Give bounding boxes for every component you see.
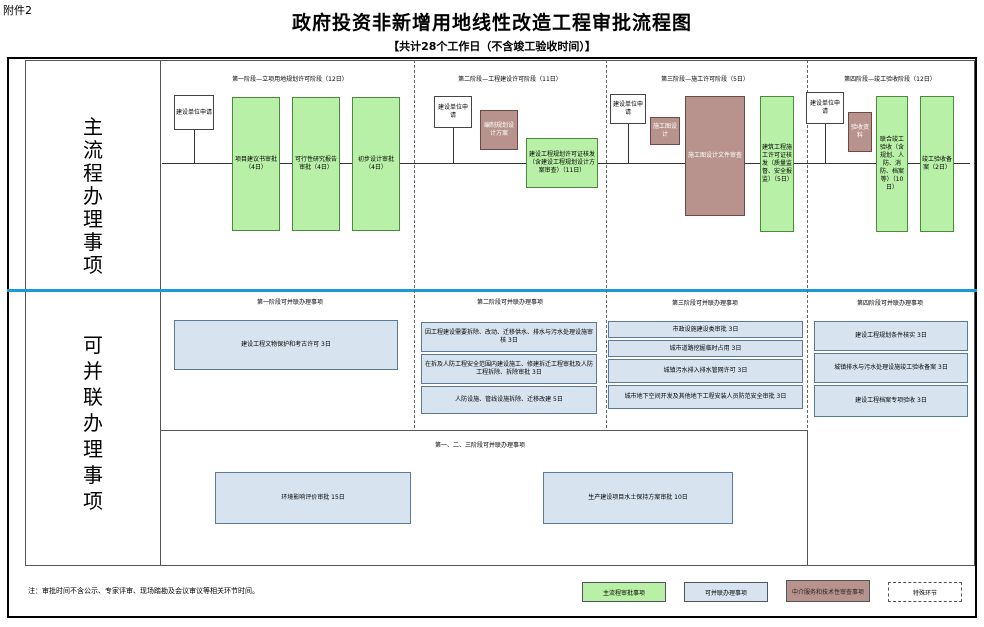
- p4-applicant-box: 建设单位申请: [806, 92, 844, 124]
- phase-3-header: 第三阶段—施工许可阶段（5日）: [661, 76, 749, 83]
- p1-parallel-item: 建设工程文物保护和考古许可 3日: [174, 320, 398, 370]
- p1-parallel-header: 第一阶段可并联办理事项: [256, 299, 323, 306]
- p3-applicant-box: 建设单位申请: [610, 94, 646, 124]
- parallel-side-label: 可并联办理事项: [83, 333, 103, 513]
- p3-parallel-item-3: 城镇污水排入排水管网许可 3日: [608, 359, 803, 383]
- p4-parallel-header: 第四阶段可并联办理事项: [856, 300, 923, 307]
- p4-joint-acceptance-box: 联合竣工验收（含规划、人防、消防、档案等）（10日）: [876, 96, 908, 232]
- p1-project-proposal-box: 项目建议书审批（4日）: [232, 97, 280, 231]
- legend-main-process: 主流程审批事项: [582, 582, 666, 602]
- p2-applicant-box: 建设单位申请: [434, 96, 472, 128]
- legend-intermediary: 中介服务和技术性审查事项: [786, 580, 870, 602]
- p3-parallel-item-4: 城市地下空间开发及其他地下工程安装人员防范安全审批 3日: [608, 385, 803, 409]
- side-column-divider: [160, 60, 161, 566]
- p1-applicant-box: 建设单位申请: [174, 95, 214, 130]
- p4-parallel-item-2: 城镇排水与污水处理设施竣工验收备案 3日: [814, 353, 968, 383]
- p4-record-filing-box: 竣工验收备案（2日）: [920, 96, 954, 232]
- shared-parallel-item-2: 生产建设项目水土保持方案审批 10日: [543, 472, 733, 524]
- p1-applicant-connector: [194, 130, 195, 163]
- shared-parallel-header: 第一、二、三阶段可并联办理事项: [434, 442, 525, 449]
- phase-divider-3: [807, 60, 808, 428]
- p3-parallel-item-1: 市政设施建设类审批 3日: [608, 321, 803, 338]
- shared-parallel-item-1: 环境影响评价审批 15日: [215, 472, 411, 524]
- page-subtitle: 【共计28个工作日（不含竣工验收时间）】: [388, 40, 596, 53]
- p3-drawing-review-box: 施工图设计文件审查: [685, 96, 745, 216]
- phase-divider-1: [414, 60, 415, 428]
- footnote: 注：审批时间不含公示、专家评审、现场踏勘及会议审议等相关环节时间。: [28, 587, 259, 595]
- legend-parallel: 可并联办理事项: [684, 582, 768, 602]
- p4-parallel-item-3: 建设工程档案专项验收 3日: [814, 385, 968, 417]
- p3-parallel-header: 第三阶段可并联办理事项: [671, 300, 738, 307]
- p3-parallel-item-2: 城市道路挖掘临时占用 3日: [608, 340, 803, 357]
- phase-4-header: 第四阶段—竣工验收阶段（12日）: [844, 76, 936, 83]
- p2-parallel-header: 第二阶段可并联办理事项: [476, 299, 543, 306]
- phase-divider-2: [606, 60, 607, 428]
- p2-plan-design-box: 编制规划设计方案: [480, 110, 518, 150]
- p4-acceptance-materials-box: 验收资料: [848, 112, 872, 152]
- p3-construction-permit-box: 建筑工程施工许可证核发（质量监督、安全报监）（5日）: [760, 96, 794, 232]
- p2-planning-permit-box: 建设工程规划许可证核发（含建设工程规划设计方案审查）（11日）: [526, 138, 598, 188]
- phase-1-header: 第一阶段—立项用地规划许可阶段（12日）: [232, 76, 348, 83]
- p3-construction-drawing-box: 施工图设计: [650, 117, 680, 145]
- p2-parallel-item-2: 在拆及人防工程安全范围内建设施工、修建拆迁工程审批及人防工程拆除、拆除审批 3日: [421, 354, 597, 384]
- p4-applicant-connector: [825, 124, 826, 163]
- section-divider: [7, 289, 977, 292]
- p2-parallel-item-3: 人防设施、管线设施拆除、迁移改建 5日: [421, 386, 597, 414]
- p2-parallel-item-1: 因工程建设需要拆除、改动、迁移供水、排水与污水处理设施审核 3日: [421, 322, 597, 352]
- p4-parallel-item-1: 建设工程规划条件核实 3日: [814, 321, 968, 351]
- shared-parallel-frame: [160, 430, 808, 566]
- outer-frame: [7, 57, 977, 618]
- attachment-label: 附件2: [3, 4, 32, 17]
- legend-special-step: 特殊环节: [888, 582, 962, 602]
- p1-feasibility-box: 可行性研究报告审批（4日）: [292, 97, 340, 231]
- phase-2-header: 第二阶段—工程建设许可阶段（11日）: [458, 76, 562, 83]
- main-process-side-label: 主流程办理事项: [83, 115, 103, 277]
- p2-applicant-connector: [453, 128, 454, 163]
- p1-preliminary-design-box: 初步设计审批（4日）: [352, 97, 400, 231]
- page-title: 政府投资非新增用地线性改造工程审批流程图: [291, 12, 692, 34]
- p3-applicant-connector: [628, 124, 629, 163]
